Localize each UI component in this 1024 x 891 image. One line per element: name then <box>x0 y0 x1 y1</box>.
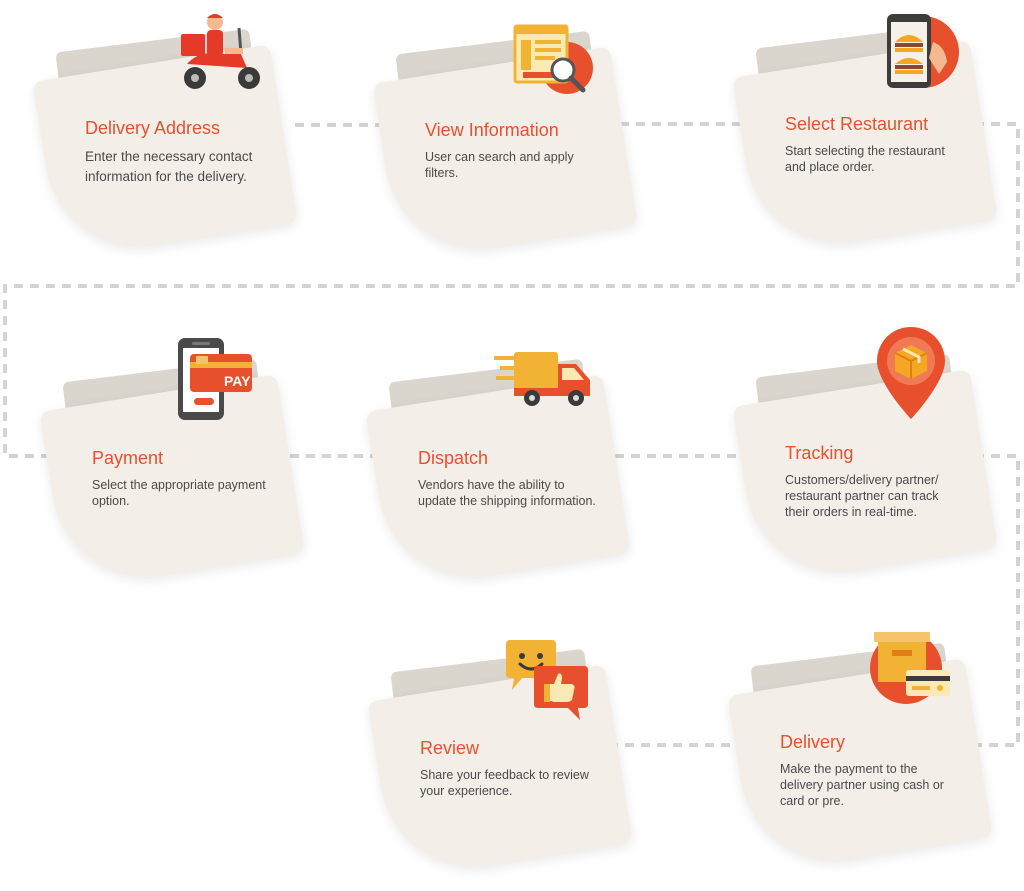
step-title: Review <box>420 738 480 758</box>
step-description: Enter the necessary contact information … <box>85 149 253 184</box>
delivery-scooter-icon <box>181 14 260 89</box>
step-title: Payment <box>92 448 164 468</box>
phone-payment-icon: PAY <box>178 338 252 420</box>
step-title: Delivery <box>780 732 846 752</box>
step-card-payment: PAY Payment Select the appropriate payme… <box>39 338 305 590</box>
step-card-dispatch: Dispatch Vendors have the ability to upd… <box>365 350 631 590</box>
step-card-delivery-address: Delivery Address Enter the necessary con… <box>32 14 298 260</box>
step-description: User can search and apply filters. <box>425 150 574 180</box>
step-description: Select the appropriate payment option. <box>92 478 266 508</box>
step-description: Share your feedback to review your exper… <box>420 768 589 798</box>
step-description: Make the payment to the delivery partner… <box>780 762 944 808</box>
step-description: Vendors have the ability to update the s… <box>418 478 596 508</box>
step-card-select-restaurant: Select Restaurant Start selecting the re… <box>732 14 998 256</box>
feedback-icon <box>506 640 588 720</box>
step-card-delivery: Delivery Make the payment to the deliver… <box>727 632 993 874</box>
connector-6-down <box>975 454 1020 747</box>
phone-burger-icon <box>887 14 959 88</box>
step-title: Dispatch <box>418 448 489 468</box>
step-description: Customers/delivery partner/ restaurant p… <box>785 473 939 519</box>
step-card-review: Review Share your feedback to review you… <box>367 640 633 880</box>
step-card-view-information: View Information User can search and app… <box>372 22 638 262</box>
pay-label: PAY <box>224 373 251 389</box>
step-card-tracking: Tracking Customers/delivery partner/ res… <box>732 327 998 585</box>
connector-3-down <box>3 122 1020 458</box>
step-title: View Information <box>425 120 559 140</box>
delivery-truck-icon <box>494 352 590 406</box>
step-description: Start selecting the restaurant and place… <box>785 144 945 174</box>
location-pin-package-icon <box>877 327 945 419</box>
step-title: Select Restaurant <box>785 114 929 134</box>
step-title: Tracking <box>785 443 854 463</box>
step-title: Delivery Address <box>85 118 221 138</box>
search-document-icon <box>513 24 593 94</box>
box-card-icon <box>870 632 950 704</box>
